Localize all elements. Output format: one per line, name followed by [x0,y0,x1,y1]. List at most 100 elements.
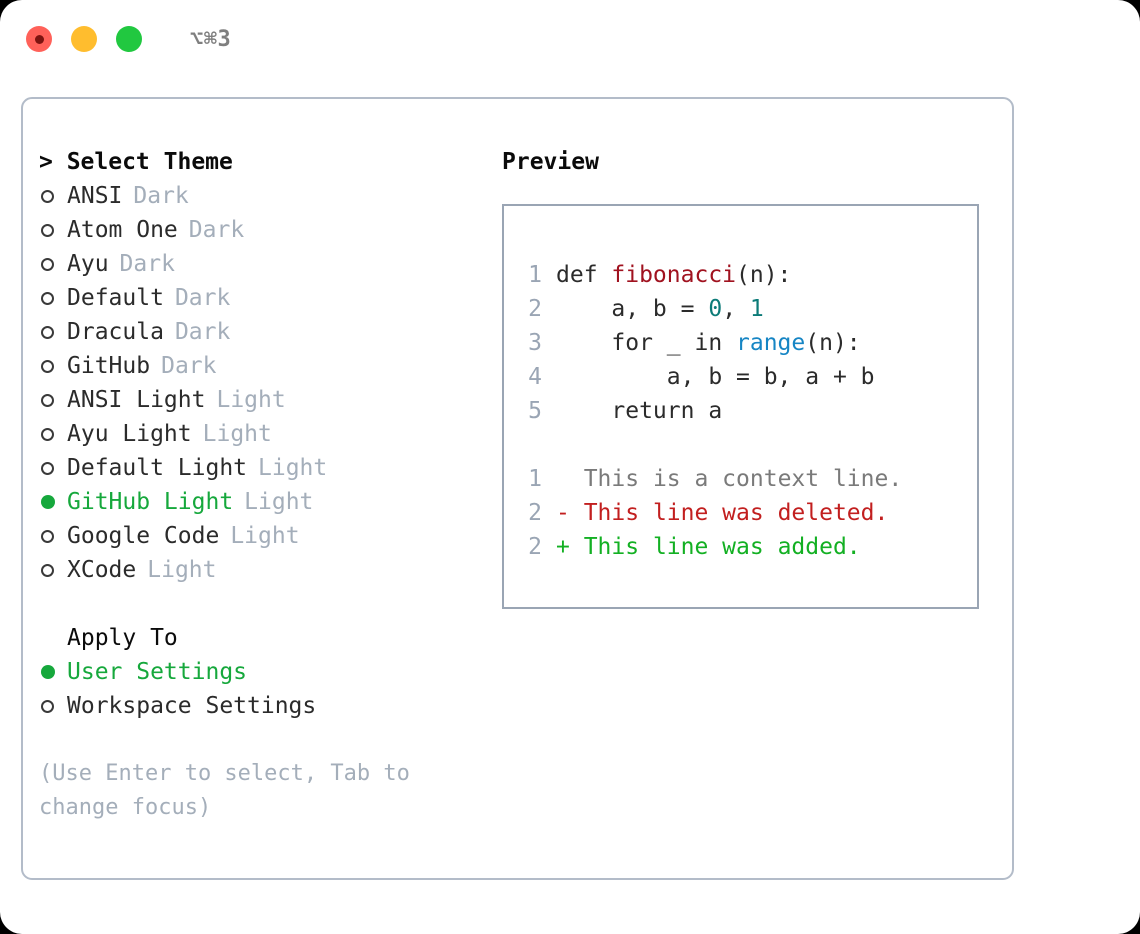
code-token-num: 0 [708,296,723,322]
diff-line-text: - This line was deleted. [556,496,888,530]
apply-to-option-workspace-settings[interactable]: Workspace Settings [39,689,469,723]
code-token-punc: (n): [805,330,861,356]
apply-to-option-label: Workspace Settings [67,693,317,719]
theme-option-label: Default [67,285,164,311]
theme-option-ansi-light[interactable]: ANSI Light Light [39,383,469,417]
close-button[interactable] [26,26,52,52]
theme-option-ansi[interactable]: ANSI Dark [39,179,469,213]
diff-line-text: + This line was added. [556,530,861,564]
code-token-punc: , [722,296,750,322]
theme-option-github-light[interactable]: GitHub Light Light [39,485,469,519]
radio-selected-icon [39,665,67,679]
code-token-kw: def [556,262,612,288]
theme-option-label: Ayu [67,251,109,277]
theme-option-default-light[interactable]: Default Light Light [39,451,469,485]
theme-variant-badge: Dark [133,183,189,209]
diff-line-ctx: 1 This is a context line. [518,462,902,496]
diff-marker: + [556,534,584,560]
theme-option-label: Ayu Light [67,421,192,447]
code-line: 3 for _ in range(n): [518,326,902,360]
theme-variant-badge: Light [230,523,300,549]
radio-empty-icon [39,393,67,407]
theme-variant-badge: Light [258,455,328,481]
code-token-kw: for _ in [556,330,737,356]
diff-line-number: 2 [528,534,542,560]
theme-option-default[interactable]: Default Dark [39,281,469,315]
minimize-button[interactable] [71,26,97,52]
code-line-number: 1 [528,262,542,288]
preview-column: Preview [502,145,992,179]
code-token-punc: (n): [736,262,792,288]
radio-empty-icon [39,461,67,475]
diff-line-text: This is a context line. [556,462,903,496]
code-line: 4 a, b = b, a + b [518,360,902,394]
code-token-kw: return a [556,398,723,424]
theme-option-label: Dracula [67,319,164,345]
code-token-fn: fibonacci [611,262,737,288]
window-controls [26,26,142,52]
theme-variant-badge: Light [244,489,314,515]
diff-line-number: 2 [528,500,542,526]
code-line: 5 return a [518,394,902,428]
theme-option-label: GitHub Light [67,489,234,515]
preview-heading: Preview [502,149,599,175]
code-line-text: a, b = 0, 1 [556,292,764,326]
code-line-number: 2 [528,296,542,322]
radio-empty-icon [39,291,67,305]
theme-option-label: Atom One [67,217,178,243]
theme-option-label: ANSI Light [67,387,206,413]
theme-option-label: Default Light [67,455,248,481]
keyboard-hint-text: (Use Enter to select, Tab to change focu… [39,761,410,820]
radio-empty-icon [39,563,67,577]
theme-variant-badge: Light [216,387,286,413]
apply-to-heading: Apply To [67,625,178,651]
radio-empty-icon [39,529,67,543]
theme-option-github[interactable]: GitHub Dark [39,349,469,383]
code-token-kw: a, b = b, a + b [556,364,875,390]
radio-empty-icon [39,223,67,237]
theme-variant-badge: Dark [188,217,245,243]
title-bar: ⌥⌘3 [0,0,1140,78]
code-line-number: 3 [528,330,542,356]
window-shortcut-label: ⌥⌘3 [190,26,232,52]
diff-marker: - [556,500,584,526]
section-spacer [39,587,469,621]
code-line-number: 5 [528,398,542,424]
select-theme-heading: > Select Theme [39,149,233,175]
diff-line-del: 2- This line was deleted. [518,496,902,530]
theme-variant-badge: Light [147,557,217,583]
radio-empty-icon [39,359,67,373]
code-blank-line [518,428,902,462]
theme-variant-badge: Dark [174,319,231,345]
apply-to-option-user-settings[interactable]: User Settings [39,655,469,689]
theme-option-label: ANSI [67,183,123,209]
diff-body: This line was deleted. [583,500,889,526]
theme-option-atom-one[interactable]: Atom One Dark [39,213,469,247]
code-token-kw: a, b = [556,296,709,322]
theme-option-label: XCode [67,557,137,583]
code-token-num: 1 [749,296,764,322]
theme-option-label: GitHub [67,353,151,379]
code-line-number: 4 [528,364,542,390]
code-line: 1 def fibonacci(n): [518,258,902,292]
radio-empty-icon [39,325,67,339]
maximize-button[interactable] [116,26,142,52]
theme-variant-badge: Dark [161,353,217,379]
diff-marker [556,466,584,492]
code-line-text: a, b = b, a + b [556,360,875,394]
theme-option-dracula[interactable]: Dracula Dark [39,315,469,349]
diff-body: This is a context line. [583,466,903,492]
theme-variant-badge: Dark [174,285,231,311]
theme-option-xcode[interactable]: XCode Light [39,553,469,587]
code-line-text: def fibonacci(n): [556,258,791,292]
